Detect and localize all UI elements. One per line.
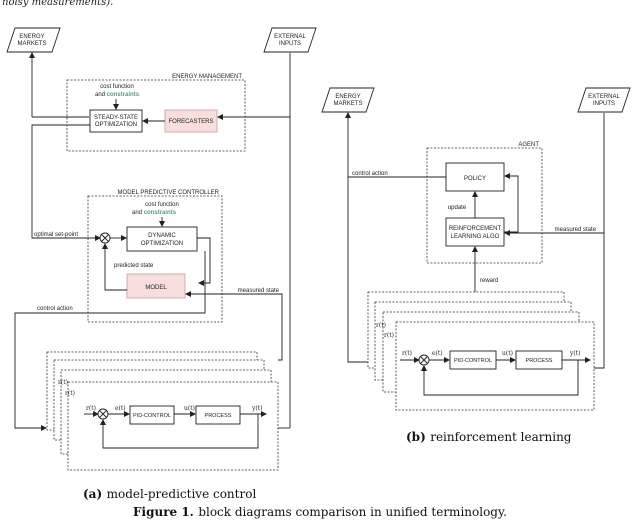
mpc-label: MODEL PREDICTIVE CONTROLLER — [118, 190, 220, 196]
energy-markets-label-line2: MARKETS — [17, 41, 46, 47]
policy-label: POLICY — [464, 176, 486, 182]
mpc-diagram: ENERGY MARKETS EXTERNAL INPUTS ENERGY MA… — [6, 27, 317, 502]
rl-algo-line2: LEARNING ALGO — [451, 234, 500, 240]
rl-measured-state-label: measured state — [555, 227, 597, 233]
rl-front-y-label: y(t) — [569, 350, 580, 357]
em-constraints-label: and constraints — [95, 92, 140, 98]
layer1-r-label: r(t) — [65, 390, 75, 397]
energy-markets-node-b: ENERGY MARKETS — [321, 87, 375, 113]
figure-caption: Figure 1. block diagrams comparison in u… — [133, 503, 507, 520]
front-u-label: u(t) — [184, 405, 195, 412]
forecasters-label: FORECASTERS — [168, 119, 213, 125]
rl-layer1-r-label: r(t) — [384, 332, 394, 339]
energy-management-label: ENERGY MANAGEMENT — [172, 74, 242, 80]
pid-control-label: PID-CONTROL — [133, 413, 171, 419]
mpc-summing-junction — [99, 232, 111, 244]
rl-external-inputs-line2: INPUTS — [593, 101, 615, 107]
mpc-box — [87, 195, 223, 323]
steady-state-optimization-box — [89, 109, 143, 133]
model-box — [126, 273, 186, 299]
process-box — [195, 405, 241, 425]
front-e-label: e(t) — [115, 405, 126, 412]
update-label: update — [448, 205, 467, 211]
rl-algo-box — [445, 217, 505, 247]
energy-management-box — [66, 79, 246, 152]
policy-box — [445, 162, 505, 192]
mpc-cost-function-label: cost function — [145, 202, 179, 208]
rl-plant-summing-junction — [418, 354, 430, 366]
model-label: MODEL — [145, 285, 167, 291]
optimal-setpoint-label: optimal set-point — [34, 232, 78, 238]
rl-layer2-r-label: r(t) — [376, 322, 386, 329]
top-text-fragment: noisy measurements). — [2, 0, 113, 8]
reward-label: reward — [480, 278, 498, 284]
rl-front-u-label: u(t) — [502, 350, 513, 357]
rl-diagram: ENERGY MARKETS EXTERNAL INPUTS AGENT POL… — [321, 87, 631, 445]
em-cost-function-label: cost function — [100, 84, 134, 90]
dynamic-label-line2: OPTIMIZATION — [141, 241, 183, 247]
caption-b: (b) reinforcement learning — [406, 428, 572, 445]
pid-control-box — [129, 405, 175, 425]
external-inputs-label-line2: INPUTS — [279, 41, 301, 47]
plant-layer-front — [67, 381, 279, 471]
rl-front-r-label: r(t) — [402, 350, 412, 357]
rl-front-e-label: e(t) — [432, 350, 443, 357]
energy-markets-node-a: ENERGY MARKETS — [6, 27, 61, 53]
steady-state-label-line2: OPTIMIZATION — [95, 122, 137, 128]
steady-state-label-line1: STEADY-STATE — [94, 115, 138, 121]
predicted-state-label: predicted state — [114, 263, 154, 269]
external-inputs-label-line1: EXTERNAL — [274, 34, 306, 40]
caption-a: (a) model-predictive control — [83, 485, 256, 502]
rl-energy-markets-line2: MARKETS — [333, 101, 362, 107]
rl-algo-line1: REINFORCEMENT — [449, 226, 502, 232]
plant-summing-junction — [97, 408, 109, 420]
front-r-label: r(t) — [86, 405, 96, 412]
rl-energy-markets-line1: ENERGY — [335, 94, 360, 100]
process-label: PROCESS — [205, 413, 232, 419]
front-y-label: y(t) — [251, 405, 262, 412]
agent-box — [426, 147, 543, 264]
mpc-constraints-label: and constraints — [132, 210, 177, 216]
mpc-control-action-label: control action — [37, 306, 73, 312]
rl-process-label: PROCESS — [526, 358, 553, 364]
energy-markets-label-line1: ENERGY — [19, 34, 44, 40]
external-inputs-node-b: EXTERNAL INPUTS — [577, 87, 631, 113]
dynamic-optimization-box — [126, 226, 198, 252]
rl-pid-control-label: PID-CONTROL — [454, 358, 492, 364]
agent-label: AGENT — [518, 142, 539, 148]
dynamic-label-line1: DYNAMIC — [148, 233, 176, 239]
mpc-measured-state-label: measured state — [238, 288, 280, 294]
rl-control-action-label: control action — [352, 171, 388, 177]
rl-external-inputs-line1: EXTERNAL — [588, 94, 620, 100]
external-inputs-node-a: EXTERNAL INPUTS — [263, 27, 317, 53]
layer2-r-label: r(t) — [58, 379, 68, 386]
